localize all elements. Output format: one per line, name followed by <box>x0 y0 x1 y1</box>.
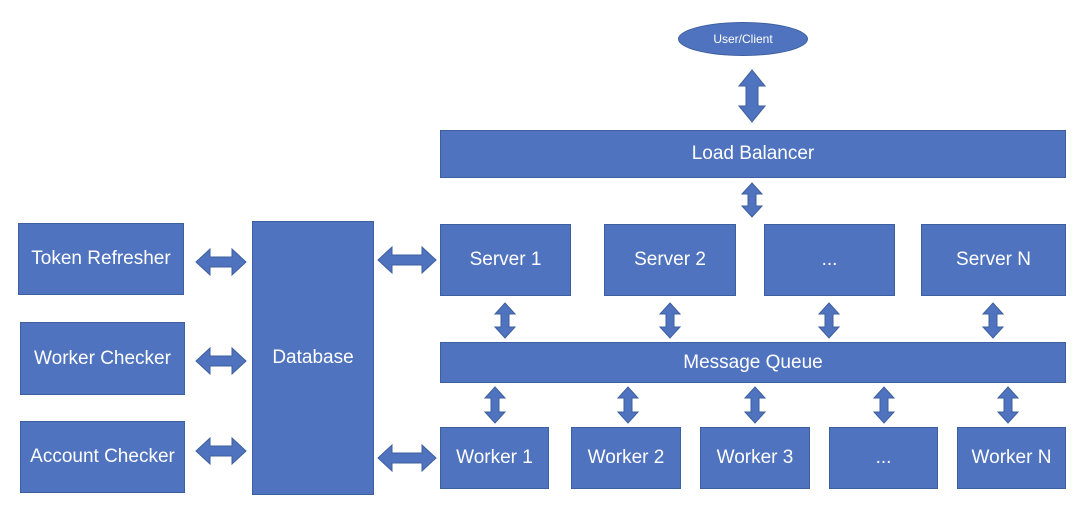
worker-2-node: Worker 2 <box>571 427 681 489</box>
arrow-server-queue-3 <box>817 302 841 339</box>
load-balancer-node: Load Balancer <box>440 130 1066 178</box>
arrow-server-queue-2 <box>658 302 682 339</box>
server-n-node: Server N <box>921 224 1066 296</box>
worker-ellipsis-node: ... <box>829 427 938 489</box>
arrow-loadbalancer-servers <box>740 182 764 218</box>
arrow-accountchecker-database <box>195 436 247 466</box>
arrow-client-loadbalancer <box>737 69 767 123</box>
arrow-workerchecker-database <box>195 346 247 376</box>
arrow-queue-worker-5 <box>996 386 1020 424</box>
worker-1-node: Worker 1 <box>440 427 549 489</box>
arrow-server-queue-4 <box>981 302 1005 339</box>
server-1-node: Server 1 <box>440 224 571 296</box>
arrow-queue-worker-1 <box>483 386 507 424</box>
worker-checker-node: Worker Checker <box>20 322 185 395</box>
arrow-database-worker1 <box>377 443 437 473</box>
worker-3-node: Worker 3 <box>700 427 810 489</box>
user-client-node: User/Client <box>678 22 808 56</box>
database-node: Database <box>252 221 374 495</box>
arrow-database-server1 <box>377 245 437 275</box>
arrow-queue-worker-4 <box>872 386 896 424</box>
message-queue-node: Message Queue <box>440 342 1066 383</box>
server-2-node: Server 2 <box>604 224 736 296</box>
token-refresher-node: Token Refresher <box>18 223 184 295</box>
arrow-queue-worker-3 <box>743 386 767 424</box>
server-ellipsis-node: ... <box>764 224 895 296</box>
arrow-tokenrefresher-database <box>195 247 247 277</box>
account-checker-node: Account Checker <box>20 421 185 493</box>
arrow-server-queue-1 <box>493 302 517 339</box>
worker-n-node: Worker N <box>957 427 1066 489</box>
arrow-queue-worker-2 <box>616 386 640 424</box>
